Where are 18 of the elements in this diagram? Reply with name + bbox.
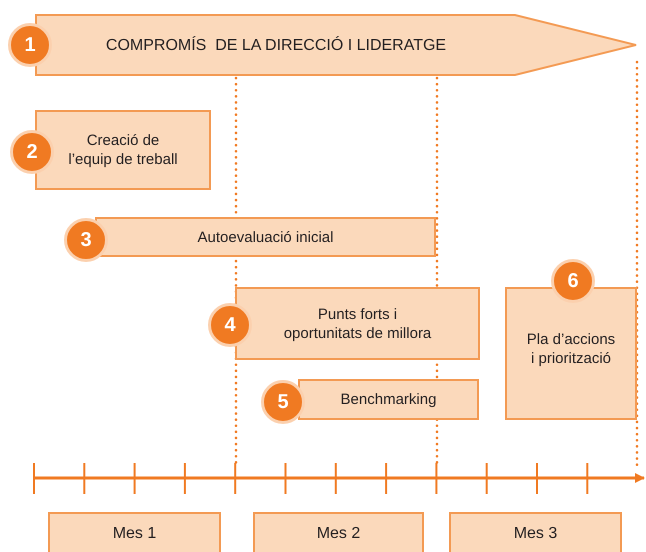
step-number: 5 [261, 380, 305, 424]
step-number: 4 [208, 303, 252, 347]
task-label: Creació de l’equip de treball [67, 131, 179, 169]
month-box [449, 512, 622, 552]
step-number: 1 [8, 23, 52, 67]
task-label: Autoevaluació inicial [198, 228, 334, 246]
month-label: Mes 1 [112, 524, 156, 542]
month-label: Mes 2 [316, 524, 360, 542]
task-label: Benchmarking [340, 390, 436, 409]
step-number: 2 [10, 130, 54, 174]
task-label: Punts forts i oportunitats de millora [282, 304, 432, 342]
step-number: 3 [64, 218, 108, 262]
month-box [253, 512, 424, 552]
step-number: 6 [551, 259, 595, 303]
task-label: COMPROMÍS DE LA DIRECCIÓ I LIDERATGE [106, 36, 446, 54]
month-label: Mes 3 [514, 524, 558, 542]
month-box [48, 512, 221, 552]
task-label: Pla d’accions i priorització [526, 330, 616, 368]
